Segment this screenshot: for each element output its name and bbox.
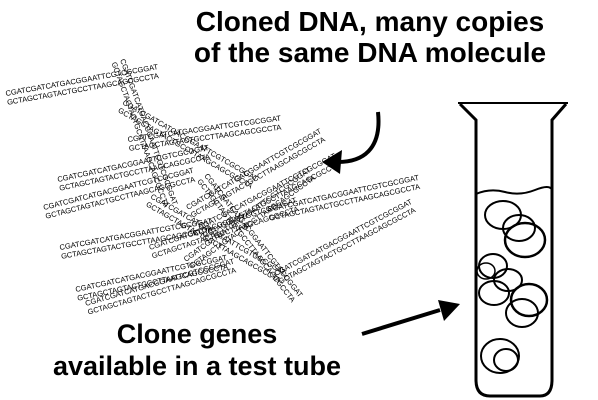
top-caption: Cloned DNA, many copies of the same DNA …: [150, 6, 590, 69]
dna-strand-bottom: GCTAGCTAGTACTGCCTTAAGCAGCGCCTA: [277, 206, 417, 286]
curved-arrowhead-icon: [322, 150, 342, 174]
plasmid-circles: [476, 200, 549, 374]
curved-arrow-icon: [337, 111, 381, 164]
test-tube-icon: [458, 102, 568, 398]
tube-arrowhead-icon: [438, 300, 460, 321]
tube-arrow-icon: [361, 308, 441, 336]
bottom-caption: Clone genes available in a test tube: [42, 318, 352, 383]
top-caption-line-1: Cloned DNA, many copies: [195, 6, 545, 37]
bottom-caption-line-2: available in a test tube: [52, 351, 342, 382]
top-caption-line-2: of the same DNA molecule: [193, 37, 547, 69]
bottom-caption-line-1: Clone genes: [116, 319, 278, 349]
dna-strands-cluster: CGATCGATCATGACGGAATTCGTCGCGGATGCTAGCTAGT…: [5, 58, 421, 317]
